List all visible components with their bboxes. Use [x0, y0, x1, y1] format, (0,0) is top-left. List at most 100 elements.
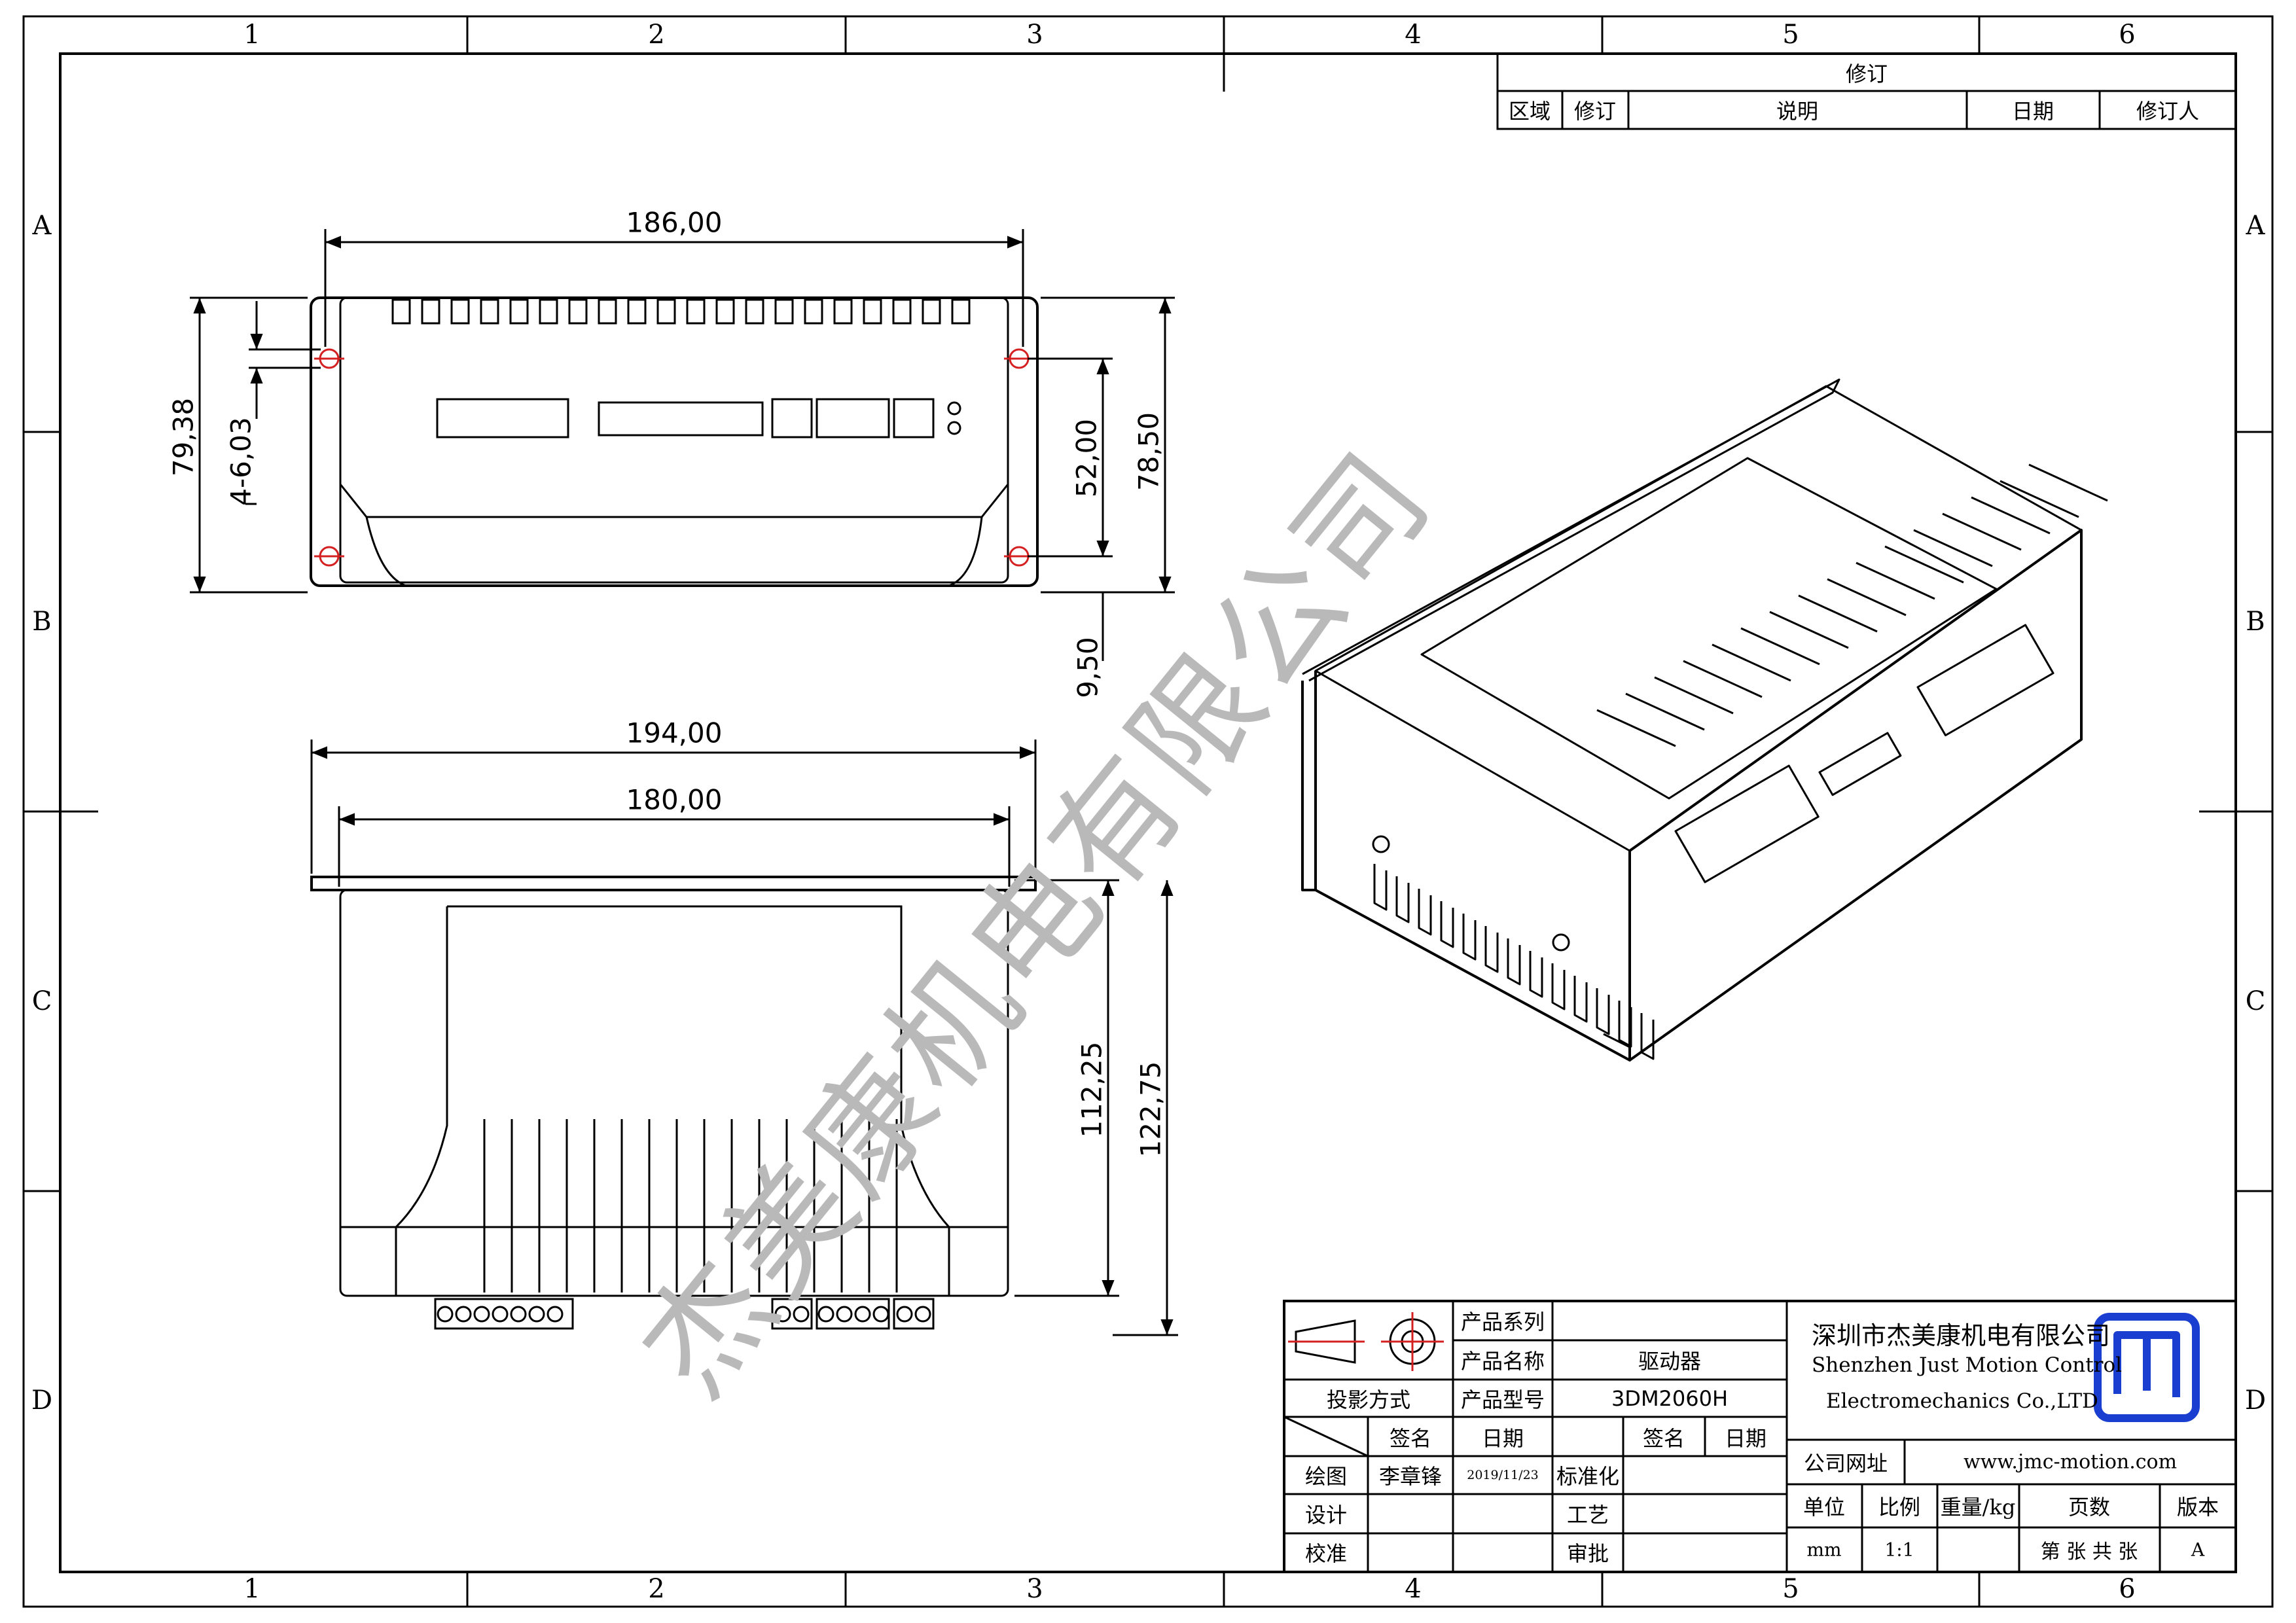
zone-row-b-left: B	[32, 607, 52, 637]
top-view-fin	[686, 298, 706, 325]
pages-label: 页数	[2068, 1495, 2111, 1520]
isometric-side-fin	[1640, 1013, 1655, 1060]
sign-label-2: 签名	[1642, 1426, 1685, 1451]
isometric-top-fin	[1942, 512, 2022, 551]
top-view-fin	[509, 298, 529, 325]
isometric-top-fin	[1798, 594, 1878, 633]
dim-front-inner-width: 180,00	[626, 783, 723, 816]
sheet-frame	[22, 15, 2274, 1608]
top-view-fin	[656, 298, 676, 325]
zone-col-5-bottom: 5	[1782, 1574, 1799, 1604]
top-view-fin	[922, 298, 941, 325]
isometric-top-fin	[1827, 578, 1907, 616]
title-block-grid	[1283, 1300, 2237, 1573]
dim-hole-spacing: 52,00	[1070, 418, 1103, 498]
product-series-label: 产品系列	[1460, 1310, 1545, 1334]
zone-row-b-right: B	[2246, 607, 2265, 637]
version-value: A	[2191, 1539, 2205, 1561]
check-label: 校准	[1304, 1541, 1348, 1566]
revision-header-revision: 修订	[1573, 99, 1617, 124]
isometric-top-fin	[1683, 660, 1763, 698]
revision-table-grid	[1496, 52, 2237, 130]
connector-screw	[455, 1306, 472, 1323]
isometric-side-fin	[1462, 914, 1477, 961]
front-view-dimension-lines	[310, 740, 1178, 1336]
dim-body-height: 78,50	[1132, 412, 1165, 491]
top-view-dimension-lines	[190, 229, 1175, 661]
date-label: 日期	[1481, 1426, 1524, 1451]
revision-header-description: 说明	[1776, 99, 1819, 124]
top-view-fin	[598, 298, 617, 325]
zone-col-6-top: 6	[2119, 20, 2136, 50]
top-view-fin	[391, 298, 411, 325]
unit-value: mm	[1806, 1539, 1842, 1561]
draw-date: 2019/11/23	[1467, 1468, 1539, 1482]
top-view-fin	[833, 298, 853, 325]
company-name-en-1: Shenzhen Just Motion Control	[1812, 1353, 2123, 1377]
product-model-label: 产品型号	[1460, 1387, 1545, 1412]
connector-screw	[528, 1306, 545, 1323]
connector-screw	[872, 1306, 889, 1323]
product-name-value: 驱动器	[1638, 1349, 1702, 1374]
top-view-fin	[715, 298, 735, 325]
revision-table-title: 修订	[1845, 62, 1888, 86]
version-label: 版本	[2176, 1495, 2219, 1520]
connector-screw	[817, 1306, 834, 1323]
connector-screw	[914, 1306, 931, 1323]
isometric-top-fin	[2000, 480, 2079, 518]
revision-header-reviser: 修订人	[2136, 99, 2200, 124]
sign-label: 签名	[1389, 1426, 1432, 1451]
zone-col-5-top: 5	[1782, 20, 1799, 50]
website-label: 公司网址	[1803, 1451, 1888, 1476]
top-view-fin	[421, 298, 440, 325]
top-view-fin	[951, 298, 971, 325]
zone-row-c-left: C	[31, 986, 52, 1016]
isometric-side-fin	[1618, 1001, 1632, 1048]
isometric-side-fin	[1484, 926, 1499, 973]
top-view-drawing	[310, 296, 1039, 587]
process-label: 工艺	[1566, 1503, 1609, 1527]
zone-row-d-right: D	[2244, 1385, 2267, 1416]
website-value: www.jmc-motion.com	[1963, 1450, 2178, 1474]
zone-col-1-top: 1	[243, 20, 260, 50]
isometric-top-fin	[1884, 545, 1964, 584]
dim-front-inner-height: 112,25	[1075, 1041, 1108, 1138]
zone-col-6-bottom: 6	[2119, 1574, 2136, 1604]
isometric-top-fin	[1769, 611, 1849, 649]
revision-header-date: 日期	[2011, 99, 2054, 124]
design-label: 设计	[1304, 1503, 1348, 1527]
company-name-cn: 深圳市杰美康机电有限公司	[1812, 1321, 2111, 1350]
isometric-side-fin	[1373, 864, 1388, 911]
connector-screw	[473, 1306, 490, 1323]
draw-name: 李章锋	[1378, 1464, 1443, 1489]
dim-front-total-height: 122,75	[1134, 1061, 1167, 1158]
company-name-en-2: Electromechanics Co.,LTD	[1826, 1389, 2098, 1413]
pages-value: 第 张 共 张	[2040, 1541, 2138, 1563]
connector-screw	[896, 1306, 913, 1323]
connector-screw	[774, 1306, 791, 1323]
isometric-side-fin	[1573, 976, 1588, 1023]
zone-row-d-left: D	[31, 1385, 53, 1416]
zone-col-3-top: 3	[1026, 20, 1043, 50]
dim-top-height: 79,38	[167, 397, 200, 477]
isometric-top-fin	[1596, 709, 1676, 747]
zone-col-2-top: 2	[648, 20, 665, 50]
isometric-top-fin	[1856, 562, 1935, 600]
connector-screw	[492, 1306, 509, 1323]
weight-label: 重量/kg	[1940, 1495, 2016, 1520]
standard-label: 标准化	[1556, 1464, 1620, 1489]
isometric-top-fin	[1712, 643, 1791, 682]
isometric-side-fin	[1418, 889, 1432, 936]
dim-hole-spec: 4-6,03	[224, 417, 257, 506]
zone-col-1-bottom: 1	[243, 1574, 260, 1604]
zone-row-a-right: A	[2246, 211, 2265, 241]
connector-screw	[510, 1306, 527, 1323]
isometric-top-fin	[1913, 529, 1993, 567]
connector-screw	[437, 1306, 454, 1323]
top-view-fin	[627, 298, 647, 325]
connector-screw	[793, 1306, 810, 1323]
top-view-fin	[568, 298, 588, 325]
product-name-label: 产品名称	[1460, 1349, 1545, 1374]
projection-label: 投影方式	[1326, 1387, 1411, 1412]
isometric-top-fin	[1971, 496, 2051, 535]
